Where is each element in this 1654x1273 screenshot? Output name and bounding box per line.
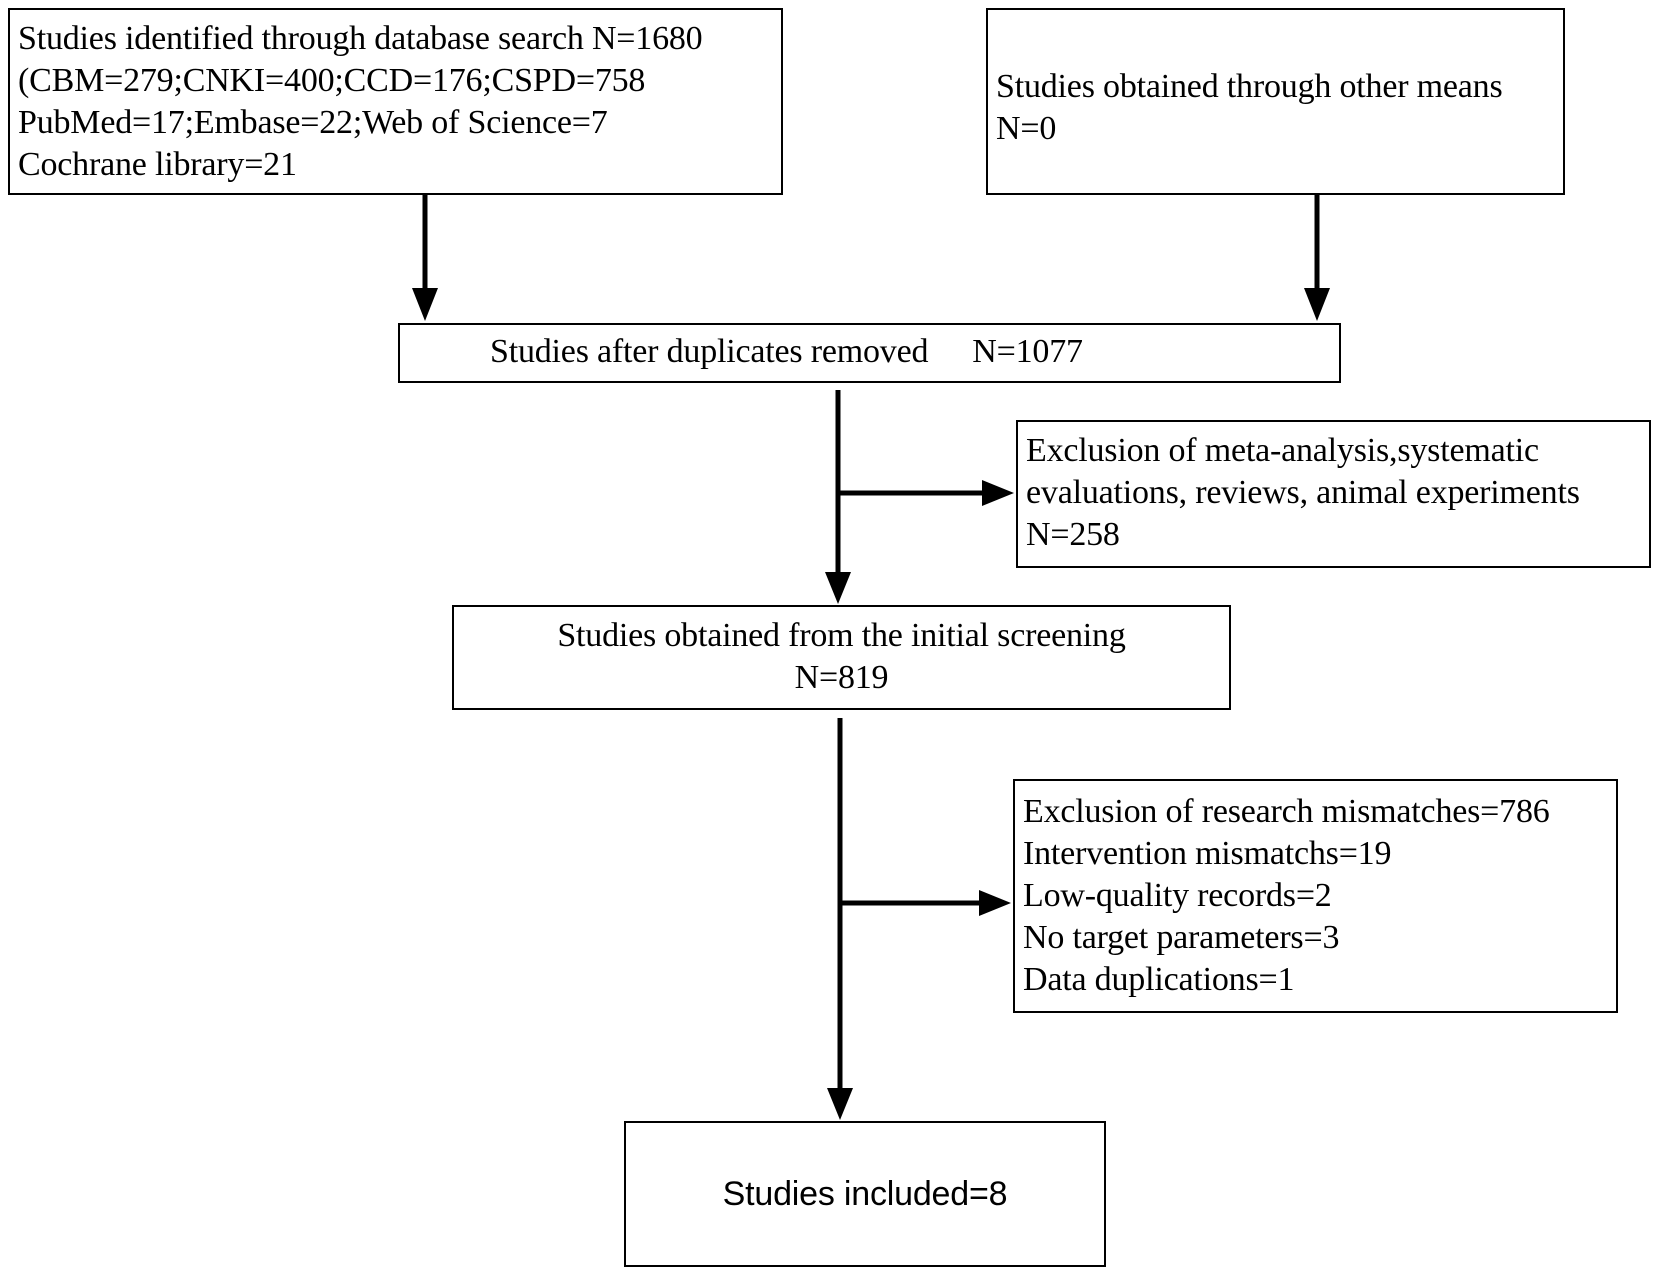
- arrow-search-to-dedup-head: [412, 288, 438, 321]
- screening-line: N=819: [794, 659, 889, 696]
- initial-screening-box: Studies obtained from the initial screen…: [452, 605, 1231, 710]
- exclusion-reviews-box: Exclusion of meta-analysis,systematic ev…: [1016, 420, 1651, 568]
- exclusion-reviews-line: evaluations, reviews, animal experiments: [1026, 474, 1580, 511]
- dedup-count: N=1077: [972, 333, 1083, 370]
- search-line: PubMed=17;Embase=22;Web of Science=7: [18, 104, 608, 141]
- other-means-box: Studies obtained through other means N=0: [986, 8, 1565, 195]
- exclusion-mismatch-line: Intervention mismatchs=19: [1023, 835, 1392, 872]
- arrow-screening-to-included-head: [827, 1088, 853, 1120]
- arrow-dedup-to-screening-head: [825, 572, 851, 604]
- exclusion-mismatch-box: Exclusion of research mismatches=786 Int…: [1013, 779, 1618, 1013]
- dedup-line: Studies after duplicates removed N=1077: [490, 331, 1339, 373]
- exclusion-mismatch-line: Low-quality records=2: [1023, 877, 1332, 914]
- exclusion-reviews-line: Exclusion of meta-analysis,systematic: [1026, 432, 1539, 469]
- other-line: N=0: [996, 110, 1057, 147]
- search-line: Studies identified through database sear…: [18, 20, 703, 57]
- arrow-to-exclusion-mismatch-head: [979, 890, 1011, 916]
- exclusion-mismatch-line: No target parameters=3: [1023, 919, 1340, 956]
- arrow-to-exclusion-reviews-head: [982, 480, 1014, 506]
- exclusion-reviews-line: N=258: [1026, 516, 1120, 553]
- included-label: Studies included=8: [722, 1175, 1008, 1213]
- exclusion-mismatch-line: Exclusion of research mismatches=786: [1023, 793, 1550, 830]
- search-line: (CBM=279;CNKI=400;CCD=176;CSPD=758: [18, 62, 646, 99]
- arrow-other-to-dedup-head: [1304, 288, 1330, 321]
- screening-line: Studies obtained from the initial screen…: [557, 617, 1126, 654]
- database-search-box: Studies identified through database sear…: [8, 8, 783, 195]
- dedup-label: Studies after duplicates removed: [490, 333, 929, 370]
- other-line: Studies obtained through other means: [996, 68, 1503, 105]
- search-line: Cochrane library=21: [18, 146, 297, 183]
- duplicates-removed-box: Studies after duplicates removed N=1077: [398, 323, 1341, 383]
- studies-included-box: Studies included=8: [624, 1121, 1106, 1267]
- exclusion-mismatch-line: Data duplications=1: [1023, 961, 1295, 998]
